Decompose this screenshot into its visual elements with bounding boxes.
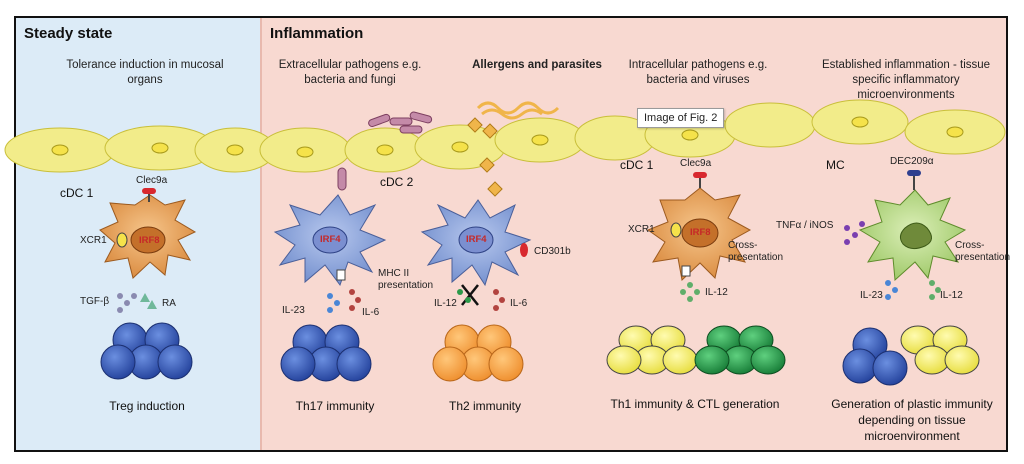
- outcome-th1-ctl: Th1 immunity & CTL generation: [610, 397, 780, 411]
- ra-label: RA: [162, 298, 176, 309]
- clec9a-label-1: Clec9a: [136, 175, 168, 186]
- mhc2-label: MHC II presentation: [378, 268, 434, 291]
- bacteria-icon: [368, 111, 433, 134]
- cross-presentation-label-1: Cross-presentation: [728, 240, 784, 263]
- cross-presentation-label-2: Cross-presentation: [955, 240, 1011, 263]
- clec9a-label-2: Clec9a: [680, 158, 712, 169]
- outcome-treg: Treg induction: [109, 399, 185, 413]
- column-title-extracellular: Extracellular pathogens e.g. bacteria an…: [278, 59, 422, 86]
- tgfb-label: TGF-β: [80, 296, 110, 307]
- inflammation-header: Inflammation: [270, 25, 364, 42]
- irf8-label-1: IRF8: [139, 235, 160, 246]
- tnfa-label: TNFα / iNOS: [776, 220, 834, 231]
- figure-frame: [14, 16, 1008, 452]
- mc-cell: [844, 170, 967, 282]
- irf4-label-1: IRF4: [320, 234, 341, 245]
- column-title-tolerance: Tolerance induction in mucosal organs: [66, 59, 224, 86]
- xcr1-label-1: XCR1: [80, 235, 107, 246]
- th2-cluster: [432, 324, 524, 382]
- column-title-established: Established inflammation - tissue specif…: [821, 59, 991, 101]
- il23-label-1: IL-23: [282, 305, 305, 316]
- epithelium: [4, 99, 1006, 173]
- il12-label-1: IL-12: [434, 298, 457, 309]
- irf8-label-2: IRF8: [690, 227, 711, 238]
- th1-cluster: [606, 325, 698, 375]
- cdc2-label: cDC 2: [380, 175, 414, 189]
- cdc1-intracellular-label: cDC 1: [620, 158, 654, 172]
- cdc1-steady-label: cDC 1: [60, 186, 94, 200]
- image-tooltip: Image of Fig. 2: [637, 108, 725, 128]
- column-title-allergens: Allergens and parasites: [472, 59, 602, 71]
- ctl-cluster: [694, 325, 786, 375]
- il23-label-2: IL-23: [860, 290, 883, 301]
- cdc1-steady-cell: [99, 188, 197, 279]
- cdc2-allergen-cell: [420, 199, 532, 306]
- cdc2-cell: [273, 167, 387, 287]
- column-title-intracellular: Intracellular pathogens e.g. bacteria an…: [628, 59, 768, 86]
- cytokine-dots-mc: [885, 280, 941, 300]
- cytokine-dots-cdc1: [680, 282, 700, 302]
- xcr1-label-2: XCR1: [628, 224, 655, 235]
- il6-label-1: IL-6: [362, 307, 380, 318]
- plastic-cluster: [842, 325, 980, 386]
- il12-label-3: IL-12: [940, 290, 963, 301]
- parasite-icon: [467, 101, 560, 197]
- mc-label: MC: [826, 158, 845, 172]
- treg-cluster: [100, 322, 193, 380]
- cytokine-dots-steady: [117, 293, 157, 313]
- cd301b-label: CD301b: [534, 246, 571, 257]
- steady-state-header: Steady state: [24, 25, 113, 42]
- th17-cluster: [280, 324, 372, 382]
- il6-label-2: IL-6: [510, 298, 528, 309]
- panel-divider: [260, 18, 262, 450]
- il12-label-2: IL-12: [705, 287, 728, 298]
- outcome-th17: Th17 immunity: [295, 399, 375, 413]
- outcome-plastic: Generation of plastic immunity depending…: [831, 397, 993, 443]
- cytokine-dots-cdc2: [327, 289, 361, 313]
- outcome-th2: Th2 immunity: [448, 399, 522, 413]
- irf4-label-2: IRF4: [466, 234, 487, 245]
- dec209-label: DEC209α: [890, 156, 934, 167]
- cdc1-intracellular-cell: [646, 172, 752, 281]
- cytokine-dots-allergen: [457, 289, 505, 311]
